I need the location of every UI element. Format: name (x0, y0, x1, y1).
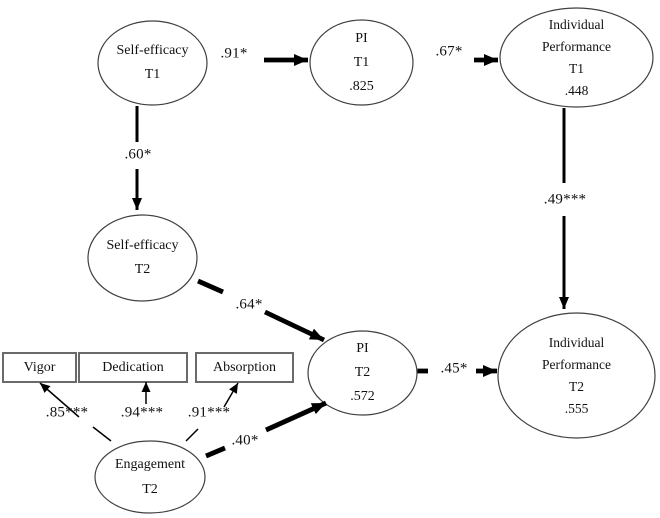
node-line: .448 (564, 82, 589, 98)
node-individual-performance-t1: Individual Performance T1 .448 (500, 8, 653, 107)
node-line: Dedication (102, 359, 164, 375)
coef-se-t1-to-pi-t1: .91* (220, 45, 248, 62)
node-line: .825 (349, 78, 374, 94)
node-line: T2 (569, 378, 584, 394)
arrow-eng-t2-to-pi-t2-tail (205, 445, 226, 459)
ellipse-individual-performance-t1 (499, 7, 654, 108)
arrow-eng-to-absorption-head (223, 382, 239, 408)
node-line: Absorption (213, 359, 276, 375)
ellipse-pi-t1 (309, 19, 414, 106)
node-line: Individual (548, 16, 605, 32)
coef-eng-t2-to-pi-t2: .40* (231, 432, 259, 449)
node-line: .555 (564, 400, 589, 416)
rect-vigor (2, 352, 77, 383)
coef-eng-to-vigor: .85*** (45, 404, 89, 421)
coef-eng-to-dedication: .94*** (120, 404, 164, 421)
coef-pi-t2-to-ip-t2: .45* (440, 360, 468, 377)
arrow-eng-to-absorption-tail (185, 428, 199, 442)
node-line: T1 (353, 54, 370, 70)
arrow-eng-to-vigor-head (39, 382, 80, 418)
node-line: T1 (144, 67, 161, 82)
node-line: Performance (542, 38, 611, 54)
node-line: T2 (142, 482, 158, 497)
arrow-eng-to-vigor-tail (92, 426, 112, 442)
node-line: PI (355, 30, 368, 46)
coef-ip-t1-to-ip-t2: .49*** (543, 191, 587, 208)
rect-dedication (78, 352, 188, 383)
ellipse-self-efficacy-t1 (97, 20, 208, 106)
node-line: T1 (569, 60, 584, 76)
node-line: PI (356, 341, 369, 356)
ellipse-individual-performance-t2 (497, 312, 656, 439)
ellipse-engagement-t2 (94, 440, 206, 514)
node-engagement-t2: Engagement T2 (95, 441, 205, 513)
node-line: Self-efficacy (116, 43, 189, 58)
node-individual-performance-t2: Individual Performance T2 .555 (498, 313, 655, 438)
node-absorption: Absorption (196, 353, 293, 382)
ellipse-self-efficacy-t2 (87, 214, 198, 302)
node-line: Self-efficacy (106, 238, 179, 253)
rect-absorption (195, 352, 294, 383)
node-line: .572 (350, 389, 375, 404)
arrow-se-t2-to-pi-t2-tail (197, 278, 224, 295)
node-line: T2 (134, 262, 151, 277)
arrow-eng-t2-to-pi-t2-head (265, 400, 327, 433)
arrow-se-t2-to-pi-t2-head (263, 309, 326, 343)
node-line: Vigor (23, 359, 56, 375)
node-vigor: Vigor (3, 353, 76, 382)
ellipse-pi-t2 (307, 330, 418, 416)
coef-se-t1-to-se-t2: .60* (124, 146, 152, 163)
node-line: Performance (542, 356, 611, 372)
node-pi-t1: PI T1 .825 (310, 20, 413, 105)
coef-pi-t1-to-ip-t1: .67* (435, 43, 463, 60)
coef-se-t2-to-pi-t2: .64* (235, 296, 263, 313)
node-self-efficacy-t2: Self-efficacy T2 (88, 215, 197, 301)
node-line: T2 (354, 365, 371, 380)
node-self-efficacy-t1: Self-efficacy T1 (98, 21, 207, 105)
coef-eng-to-absorption: .91*** (187, 404, 231, 421)
node-pi-t2: PI T2 .572 (308, 331, 417, 415)
node-dedication: Dedication (79, 353, 187, 382)
node-line: Individual (548, 334, 605, 350)
node-line: Engagement (115, 457, 185, 472)
